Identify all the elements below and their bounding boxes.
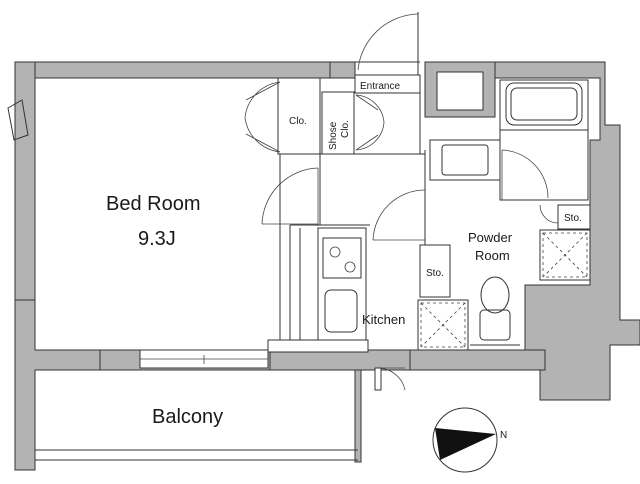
- closet: [244, 77, 321, 155]
- bathroom: [499, 79, 589, 201]
- balcony: [34, 369, 362, 463]
- bed-room: [7, 77, 281, 369]
- partitions: [261, 90, 426, 340]
- storage-lower: [419, 244, 451, 298]
- compass: N: [432, 407, 507, 473]
- entrance-label: Entrance: [360, 81, 400, 92]
- shoes-closet-label-2: Clo.: [340, 120, 351, 138]
- kitchen-label: Kitchen: [362, 312, 405, 327]
- powder-room: [429, 139, 520, 346]
- storage-upper-label: Sto.: [564, 213, 582, 224]
- storage-upper: [539, 204, 591, 230]
- bed-room-size: 9.3J: [138, 228, 176, 250]
- shoes-closet-label-1: Shose: [328, 121, 339, 150]
- balcony-label: Balcony: [152, 406, 223, 428]
- powder-room-label-1: Powder: [468, 230, 513, 245]
- powder-room-label-2: Room: [475, 248, 510, 263]
- storage-lower-label: Sto.: [426, 268, 444, 279]
- bed-room-label: Bed Room: [106, 193, 201, 215]
- kitchen-storage: [417, 299, 469, 351]
- entrance-door: [354, 12, 421, 94]
- shoes-closet: [321, 91, 385, 155]
- compass-label: N: [500, 430, 507, 441]
- washer-space: [539, 229, 591, 281]
- closet-label: Clo.: [289, 116, 307, 127]
- kitchen: [267, 227, 406, 391]
- compass-needle-icon: [435, 428, 496, 460]
